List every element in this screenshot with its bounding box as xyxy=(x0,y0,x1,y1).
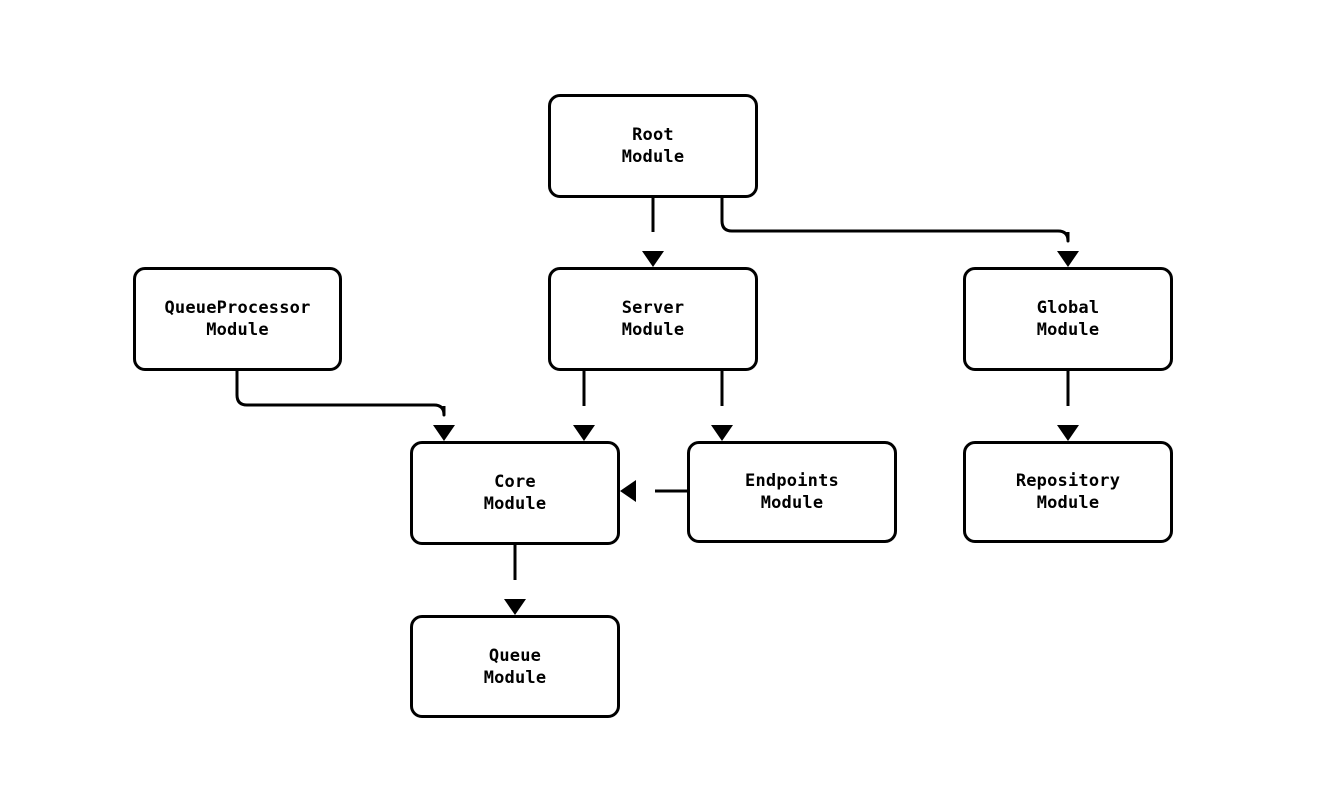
node-label-queue: Queue Module xyxy=(483,645,547,688)
arrowhead-server-to-core xyxy=(573,425,595,441)
arrowhead-core-to-queue xyxy=(504,599,526,615)
node-server[interactable]: Server Module xyxy=(548,267,758,371)
node-core[interactable]: Core Module xyxy=(410,441,620,545)
node-label-root: Root Module xyxy=(621,125,685,167)
node-global[interactable]: Global Module xyxy=(963,267,1173,371)
edge-queueprocessor-to-core xyxy=(235,371,446,417)
arrowhead-root-to-server xyxy=(642,251,664,267)
node-queue[interactable]: Queue Module xyxy=(410,615,620,718)
node-label-endpoints: Endpoints Module xyxy=(745,471,839,513)
node-label-queueprocessor: QueueProcessor Module xyxy=(164,298,311,340)
edge-root-to-global xyxy=(720,198,1070,243)
arrowhead-endpoints-to-core xyxy=(620,480,636,502)
node-endpoints[interactable]: Endpoints Module xyxy=(687,441,897,543)
node-label-core: Core Module xyxy=(483,472,547,514)
node-root[interactable]: Root Module xyxy=(548,94,758,198)
node-label-server: Server Module xyxy=(621,298,685,340)
arrowhead-root-to-global xyxy=(1057,251,1079,267)
node-label-repository: Repository Module xyxy=(1015,471,1121,513)
arrowhead-global-to-repository xyxy=(1057,425,1079,441)
node-repository[interactable]: Repository Module xyxy=(963,441,1173,543)
node-queueprocessor[interactable]: QueueProcessor Module xyxy=(133,267,342,371)
arrowhead-queueprocessor-to-core xyxy=(433,425,455,441)
node-label-global: Global Module xyxy=(1036,298,1100,340)
arrowhead-server-to-endpoints xyxy=(711,425,733,441)
